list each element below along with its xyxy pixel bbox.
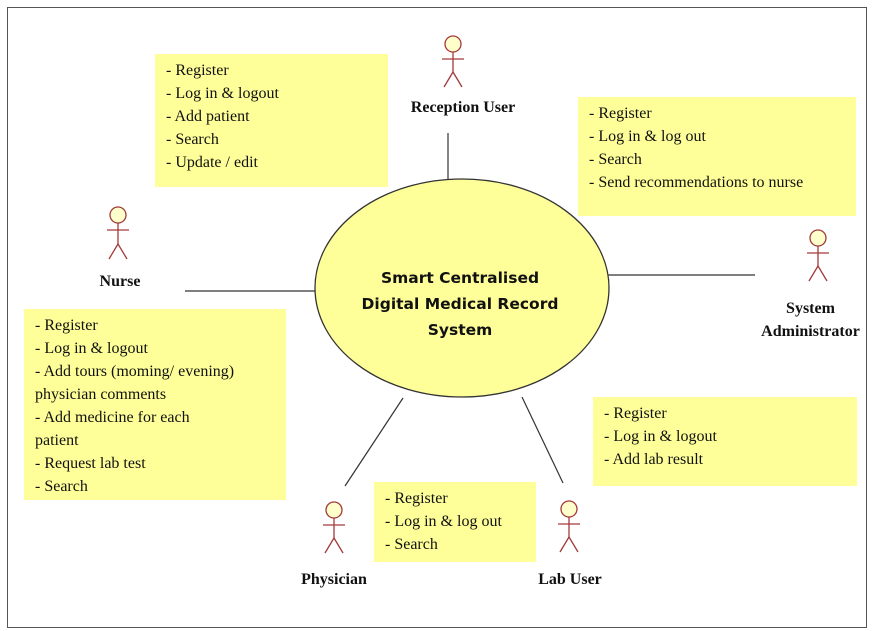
system-title: Smart Centralised Digital Medical Record… [340,265,580,343]
system-administrator-label-line: Administrator [761,323,860,340]
note-line: patient [35,432,79,449]
note-line: - Search [589,151,642,168]
system-ellipse [314,178,610,398]
system-administrator-note: - Register - Log in & log out - Search -… [578,97,856,216]
note-line: - Search [35,478,88,495]
system-administrator-actor-icon [807,229,829,282]
association-physician [344,397,404,487]
diagram-frame [7,7,867,628]
note-line: physician comments [35,386,167,403]
note-line: - Log in & logout [166,85,279,102]
note-line: - Send recommendations to nurse [589,174,804,191]
note-line: - Search [385,536,438,553]
note-line: - Update / edit [166,154,258,171]
nurse-note: - Register - Log in & logout - Add tours… [24,309,286,500]
note-line: - Add medicine for each [35,409,190,426]
note-line: - Log in & log out [589,128,706,145]
reception-user-note: - Register - Log in & logout - Add patie… [155,54,388,187]
note-line: - Add lab result [604,451,704,468]
note-line: - Add patient [166,108,250,125]
reception-user-label: Reception User [410,99,516,116]
note-line: - Search [166,131,219,148]
lab-user-note: - Register - Log in & logout - Add lab r… [593,397,857,486]
system-title-line: System [427,321,493,339]
lab-user-actor-icon [558,500,580,553]
note-line: - Register [35,317,98,334]
note-line: - Add tours (moming/ evening) [35,363,235,380]
note-line: - Log in & logout [35,340,148,357]
nurse-label: Nurse [99,273,141,290]
system-administrator-label-line: System [786,300,835,317]
system-title-line: Digital Medical Record [361,295,559,313]
note-line: - Log in & log out [385,513,502,530]
nurse-actor-icon [107,206,129,260]
association-lab [521,396,564,484]
note-line: - Request lab test [35,455,146,472]
note-line: - Register [166,62,229,79]
physician-note: - Register - Log in & log out - Search [374,482,536,562]
lab-user-label: Lab User [538,571,602,588]
system-administrator-label: System Administrator [748,297,873,343]
physician-label: Physician [301,571,367,588]
note-line: - Register [604,405,667,422]
reception-user-actor-icon [442,35,464,88]
note-line: - Log in & logout [604,428,717,445]
note-line: - Register [385,490,448,507]
physician-actor-icon [323,501,345,554]
note-line: - Register [589,105,652,122]
system-title-line: Smart Centralised [380,269,540,287]
